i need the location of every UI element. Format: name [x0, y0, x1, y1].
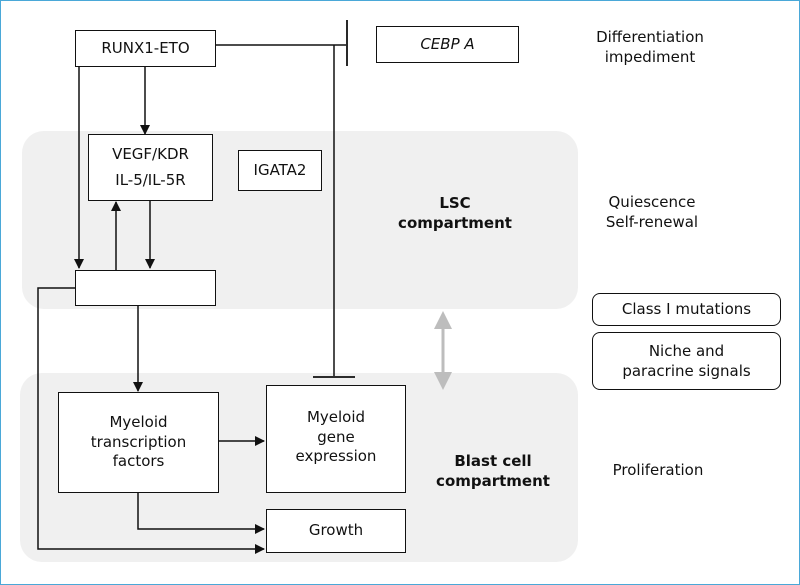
niche-line-1: Niche and	[648, 341, 725, 360]
arrow-hub-to-growth	[37, 287, 265, 554]
myeloid-tf-line-2: transcription	[90, 432, 187, 451]
hub-box	[75, 270, 216, 306]
myeloid-gene-box: Myeloid gene expression	[266, 385, 406, 493]
differentiation-line-1: Differentiation	[596, 28, 704, 46]
cebp-a-label: CEBP A	[420, 34, 475, 53]
runx1-eto-label: RUNX1-ETO	[101, 38, 190, 57]
vegf-kdr-label: VEGF/KDR	[112, 145, 189, 163]
quiescence-self-renewal-label: Quiescence Self-renewal	[577, 192, 727, 233]
proliferation-text: Proliferation	[612, 461, 704, 479]
myeloid-tf-line-1: Myeloid	[109, 413, 168, 432]
quiescence-line-1: Quiescence	[608, 193, 696, 211]
igata2-label: IGATA2	[253, 160, 307, 179]
igata2-box: IGATA2	[238, 150, 322, 191]
lsc-label-line-2: compartment	[398, 214, 512, 233]
il5-il5r-label: IL-5/IL-5R	[115, 170, 186, 189]
growth-box: Growth	[266, 509, 406, 553]
inhibition-runx1-to-cebp	[215, 20, 348, 66]
runx1-eto-box: RUNX1-ETO	[75, 30, 216, 67]
myeloid-gene-line-1: Myeloid	[306, 408, 366, 426]
myeloid-tf-box: Myeloid transcription factors	[58, 392, 219, 493]
blast-label-line-2: compartment	[436, 472, 550, 491]
myeloid-tf-line-3: factors	[112, 452, 165, 471]
inhibition-to-myeloid-gene-expression	[313, 45, 355, 378]
blast-compartment-label: Blast cell compartment	[418, 451, 568, 492]
myeloid-gene-line-2: gene	[317, 427, 355, 446]
class-i-label: Class I mutations	[621, 300, 752, 319]
myeloid-gene-line-3: expression	[295, 447, 377, 465]
lsc-label-line-1: LSC	[439, 194, 471, 212]
quiescence-line-2: Self-renewal	[605, 213, 699, 232]
arrow-tf-to-growth	[137, 492, 265, 534]
bidirectional-arrow	[434, 311, 452, 390]
cebp-a-box: CEBP A	[376, 26, 519, 63]
differentiation-line-2: impediment	[604, 48, 696, 67]
class-i-mutations-box: Class I mutations	[592, 293, 781, 326]
niche-line-2: paracrine signals	[622, 362, 751, 380]
differentiation-impediment-label: Differentiation impediment	[575, 27, 725, 68]
growth-label: Growth	[308, 521, 364, 540]
proliferation-label: Proliferation	[583, 460, 733, 480]
lsc-compartment-label: LSC compartment	[380, 193, 530, 234]
vegf-il5-box: VEGF/KDR IL-5/IL-5R	[88, 134, 213, 201]
niche-paracrine-box: Niche and paracrine signals	[592, 332, 781, 390]
blast-label-line-1: Blast cell	[454, 452, 532, 470]
